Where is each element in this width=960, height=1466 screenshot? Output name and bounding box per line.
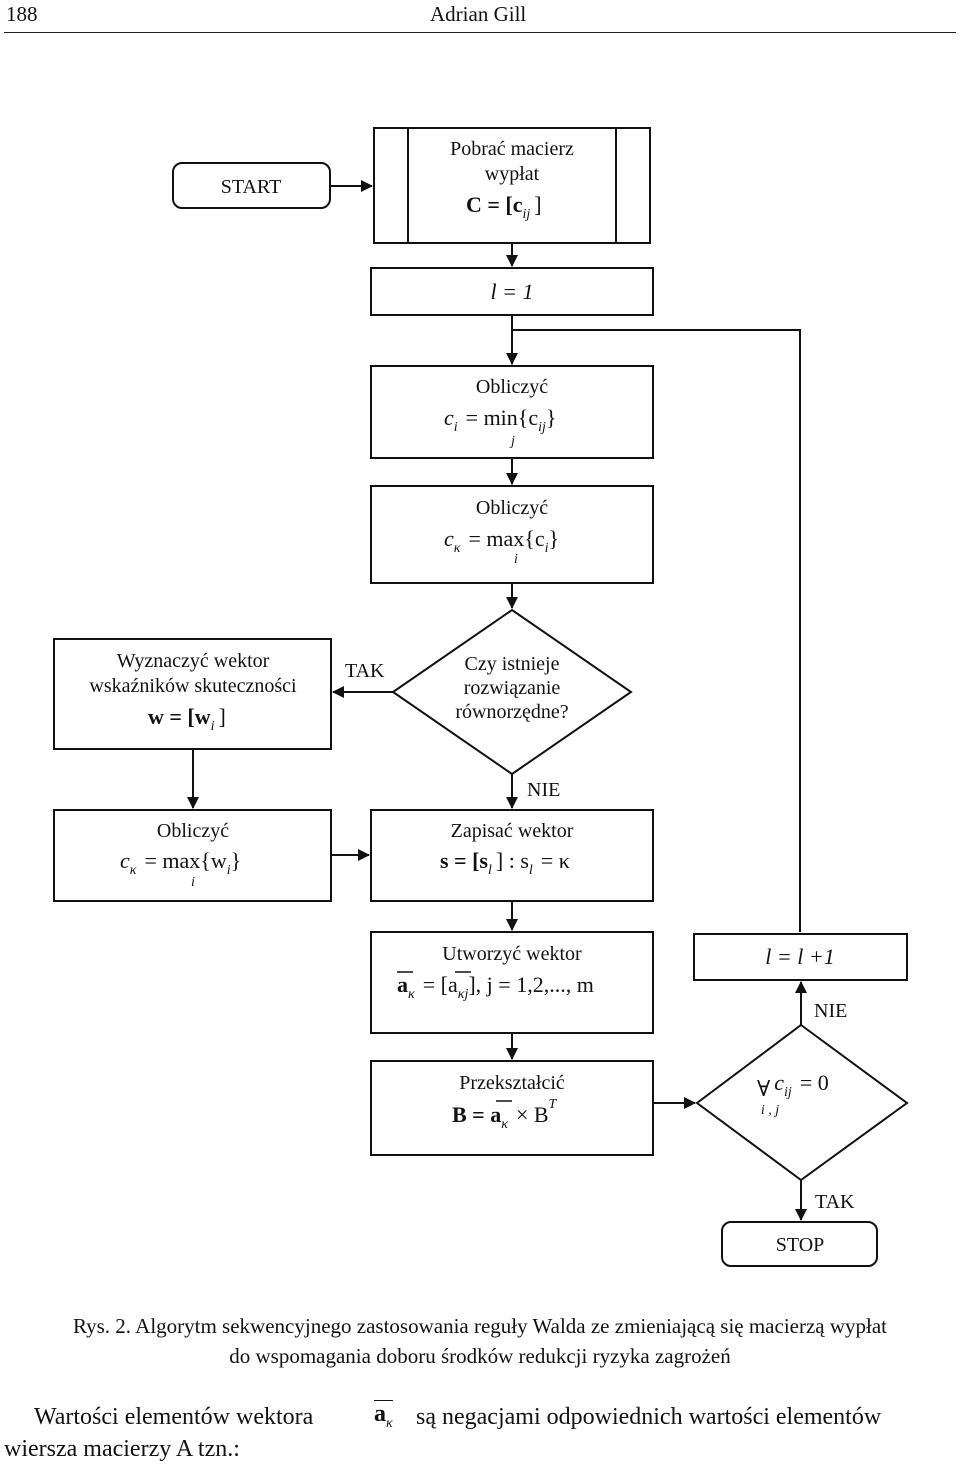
load-line1: Pobrać macierz (450, 138, 574, 160)
decision-equal-line1: Czy istnieje (465, 653, 560, 675)
load-matrix-box: Pobrać macierz wypłat C = [cij] (373, 127, 651, 244)
create-vector-box: Utworzyć wektor aκ= [aκj], j = 1,2,..., … (370, 931, 654, 1034)
load-formula: C = [cij] (466, 192, 542, 222)
init-label: l = 1 (491, 279, 534, 304)
transform-box: Przekształcić B = aκ× BT (370, 1060, 654, 1156)
compute-max-w-formula: cκ= max{wi} (120, 848, 241, 878)
decision-equal-line3: równorzędne? (455, 701, 568, 723)
compute-max-w-box: Obliczyć cκ= max{wi} i (53, 809, 332, 902)
figure-caption-line2: do wspomagania doboru środków redukcji r… (229, 1344, 731, 1368)
body-vector-symbol: aκ (374, 1400, 393, 1437)
page-number: 188 (6, 2, 38, 26)
body-text-part1: Wartości elementów wektora (34, 1404, 314, 1430)
compute-min-under: j (509, 434, 515, 449)
compute-min-label: Obliczyć (476, 376, 548, 398)
loop-back-line (512, 329, 801, 932)
effectiveness-formula: w = [wi] (148, 704, 226, 734)
start-label: START (221, 176, 282, 198)
compute-max-w-label: Obliczyć (157, 820, 229, 842)
algorithm-flowchart: START Pobrać macierz wypłat C = [cij] l … (53, 127, 909, 1267)
stop-terminal: STOP (721, 1221, 878, 1267)
compute-min-box: Obliczyć ci= min{cij} j (370, 365, 654, 459)
transform-label: Przekształcić (459, 1072, 565, 1094)
compute-max-w-under: i (191, 875, 195, 890)
no-label-2: NIE (814, 1000, 847, 1022)
save-vector-box: Zapisać wektor s = [sl] : sl= κ (370, 809, 654, 902)
decision-equal-line2: rozwiązanie (464, 677, 561, 699)
effectiveness-box: Wyznaczyć wektor wskaźników skuteczności… (53, 638, 332, 750)
figure-caption-line1: Rys. 2. Algorytm sekwencyjnego zastosowa… (72, 1314, 888, 1338)
body-text-part2: są negacjami odpowiednich wartości eleme… (416, 1404, 882, 1430)
save-vector-label: Zapisać wektor (451, 820, 574, 842)
connectors (187, 180, 807, 1221)
increment-box: l = l +1 (693, 933, 908, 981)
yes-label-2: TAK (815, 1191, 855, 1213)
create-vector-formula: aκ= [aκj], j = 1,2,..., m (397, 972, 594, 1002)
load-line2: wypłat (485, 163, 540, 185)
init-box: l = 1 (370, 267, 654, 316)
compute-min-formula: ci= min{cij} (444, 405, 556, 435)
page-author: Adrian Gill (430, 2, 527, 26)
header-rule (4, 32, 956, 33)
compute-max-box: Obliczyć cκ= max{ci} i (370, 485, 654, 584)
yes-label-1: TAK (345, 660, 385, 682)
save-vector-formula: s = [sl] : sl= κ (440, 848, 570, 878)
body-text-line2: wiersza macierzy A tzn.: (4, 1436, 240, 1462)
transform-formula: B = aκ× BT (452, 1097, 558, 1132)
compute-max-formula: cκ= max{ci} (444, 526, 559, 556)
effectiveness-line2: wskaźników skuteczności (89, 675, 297, 697)
stop-label: STOP (776, 1234, 825, 1256)
compute-max-label: Obliczyć (476, 497, 548, 519)
effectiveness-line1: Wyznaczyć wektor (117, 650, 270, 672)
start-terminal: START (172, 162, 331, 209)
decision-equal: Czy istnieje rozwiązanie równorzędne? (391, 608, 633, 776)
increment-label: l = l +1 (765, 944, 834, 969)
decision-zero-under: i , j (761, 1103, 779, 1118)
create-vector-label: Utworzyć wektor (442, 943, 582, 965)
no-label-1: NIE (527, 779, 560, 801)
compute-max-under: i (514, 552, 518, 567)
decision-zero-formula: ∀cij= 0 (757, 1070, 829, 1101)
decision-zero: ∀cij= 0 i , j (695, 1023, 909, 1182)
